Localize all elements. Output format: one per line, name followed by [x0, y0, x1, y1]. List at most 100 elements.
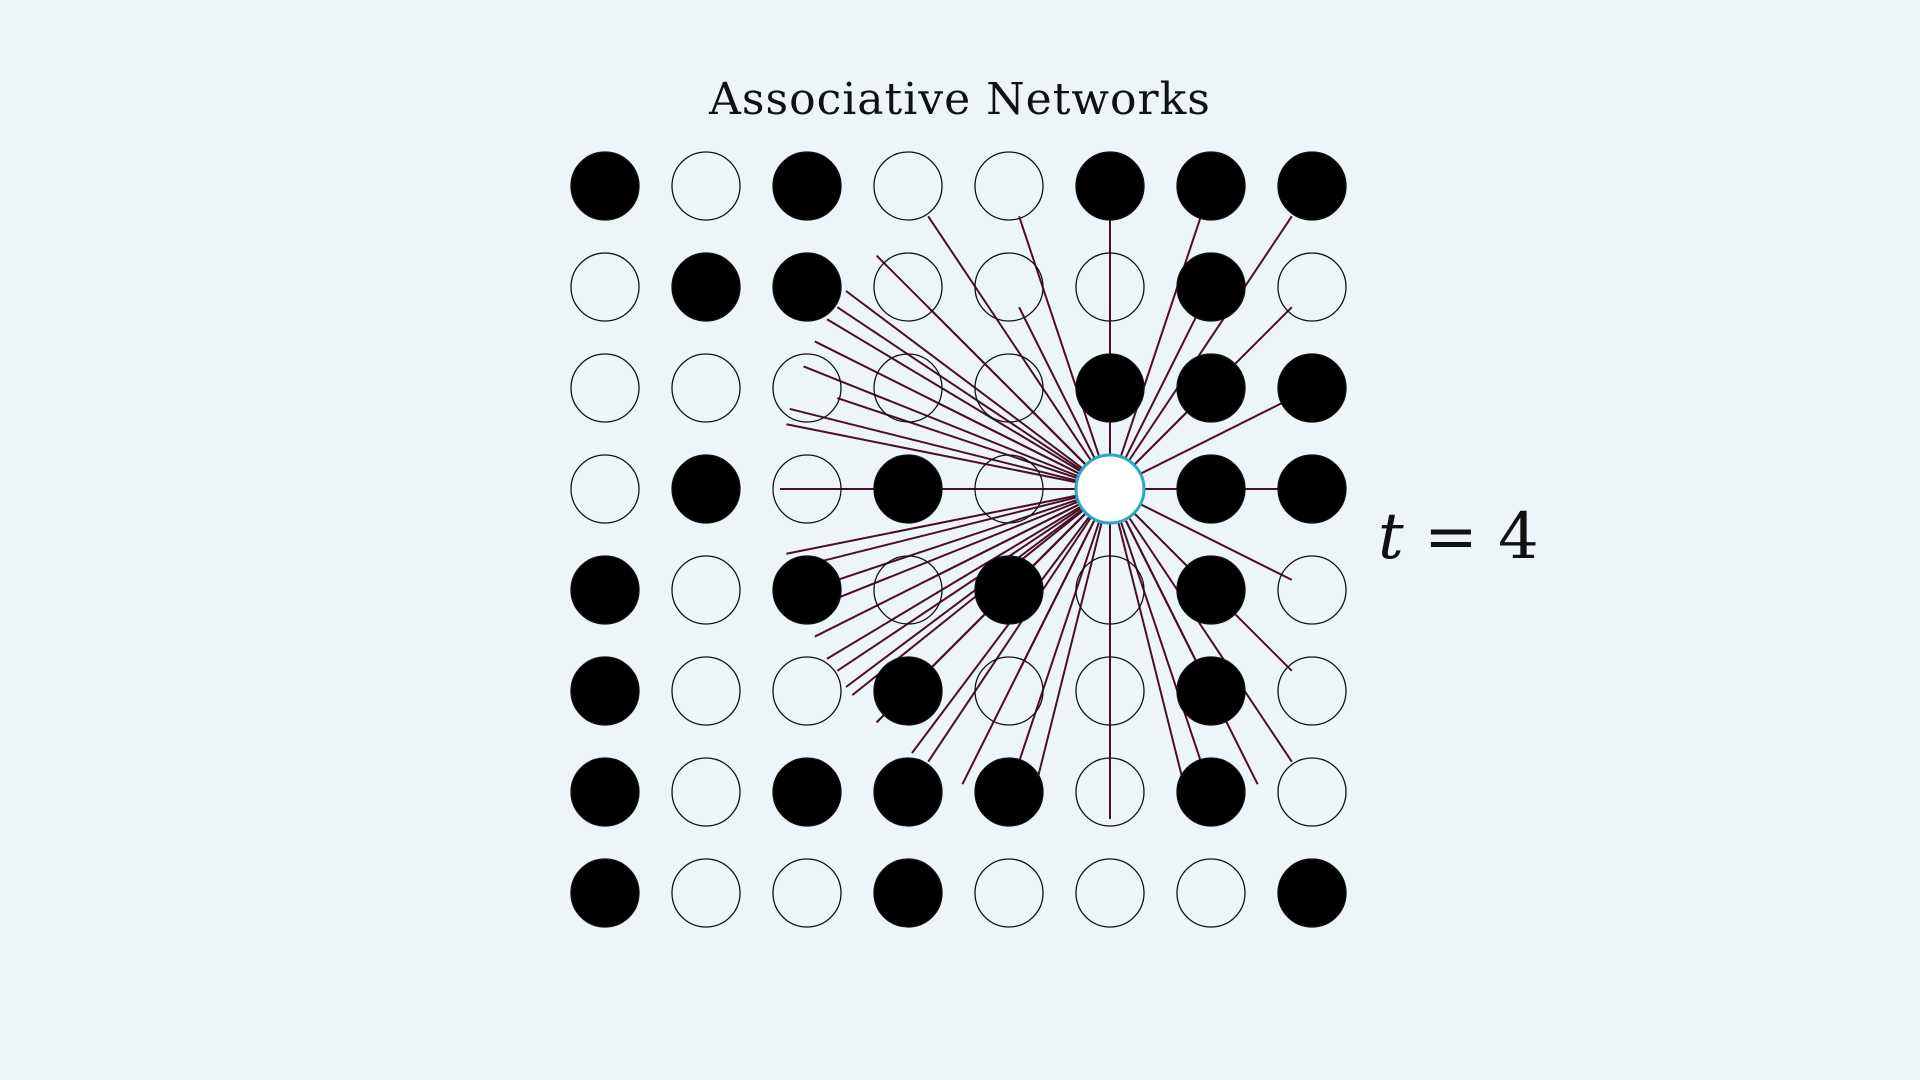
inactive-neuron-node: [1277, 757, 1347, 827]
active-neuron-node: [570, 757, 640, 827]
connection-line: [789, 407, 1111, 490]
inactive-neuron-node: [1075, 757, 1145, 827]
time-variable: t: [1378, 500, 1404, 574]
connection-line: [1109, 488, 1293, 763]
active-neuron-node: [974, 555, 1044, 625]
inactive-neuron-node: [671, 151, 741, 221]
active-neuron-node: [772, 151, 842, 221]
connection-line: [826, 318, 1111, 490]
connection-line: [836, 488, 1111, 672]
inactive-neuron-node: [671, 656, 741, 726]
connection-line: [1109, 488, 1202, 763]
inactive-neuron-node: [974, 656, 1044, 726]
active-neuron-node: [1277, 858, 1347, 928]
active-neuron-node: [1176, 454, 1246, 524]
active-neuron-node: [1176, 757, 1246, 827]
connection-line: [1109, 215, 1293, 490]
active-neuron-node: [570, 555, 640, 625]
connection-line: [1109, 215, 1202, 490]
active-neuron-node: [772, 252, 842, 322]
active-neuron-node: [1277, 454, 1347, 524]
inactive-neuron-node: [671, 757, 741, 827]
inactive-neuron-node: [873, 151, 943, 221]
active-neuron-node: [1277, 151, 1347, 221]
active-neuron-node: [1176, 656, 1246, 726]
active-neuron-node: [570, 858, 640, 928]
inactive-neuron-node: [873, 555, 943, 625]
active-neuron-node: [974, 757, 1044, 827]
active-neuron-node: [671, 252, 741, 322]
connection-line: [961, 488, 1111, 785]
inactive-neuron-node: [570, 454, 640, 524]
active-neuron-node: [1176, 555, 1246, 625]
inactive-neuron-node: [570, 353, 640, 423]
connection-line: [836, 397, 1111, 490]
connection-line: [786, 488, 1111, 555]
inactive-neuron-node: [974, 151, 1044, 221]
inactive-neuron-node: [974, 353, 1044, 423]
connection-line: [786, 423, 1111, 490]
connection-line: [803, 488, 1111, 613]
connection-line: [1018, 488, 1111, 763]
inactive-neuron-node: [671, 353, 741, 423]
time-step-label: t = 4: [1378, 500, 1539, 574]
time-equals: =: [1424, 500, 1478, 574]
connection-line: [826, 488, 1111, 660]
connection-line: [1109, 488, 1259, 785]
inactive-neuron-node: [873, 353, 943, 423]
node-grid: [570, 151, 1347, 928]
active-neuron-node: [1176, 151, 1246, 221]
inactive-neuron-node: [1075, 555, 1145, 625]
connection-line: [836, 306, 1111, 490]
active-neuron-node: [873, 656, 943, 726]
time-value: 4: [1498, 500, 1539, 574]
updating-neuron-node: [1074, 453, 1146, 525]
connection-line: [814, 488, 1111, 638]
connection-line: [1028, 488, 1111, 810]
inactive-neuron-node: [570, 252, 640, 322]
inactive-neuron-node: [772, 858, 842, 928]
inactive-neuron-node: [671, 858, 741, 928]
inactive-neuron-node: [1277, 555, 1347, 625]
inactive-neuron-node: [1176, 858, 1246, 928]
active-neuron-node: [1075, 151, 1145, 221]
active-neuron-node: [873, 858, 943, 928]
active-node-group: [1074, 453, 1146, 525]
inactive-neuron-node: [772, 353, 842, 423]
connection-line: [1109, 488, 1192, 810]
active-neuron-node: [772, 757, 842, 827]
inactive-neuron-node: [1075, 252, 1145, 322]
connection-line: [803, 365, 1111, 490]
diagram-title: Associative Networks: [709, 74, 1211, 125]
inactive-neuron-node: [974, 858, 1044, 928]
active-neuron-node: [1277, 353, 1347, 423]
inactive-neuron-node: [974, 252, 1044, 322]
connection-line: [927, 488, 1111, 763]
connection-line: [836, 488, 1111, 581]
active-neuron-node: [1176, 252, 1246, 322]
connection-line: [927, 215, 1111, 490]
active-neuron-node: [873, 757, 943, 827]
inactive-neuron-node: [772, 454, 842, 524]
inactive-neuron-node: [873, 252, 943, 322]
inactive-neuron-node: [1075, 656, 1145, 726]
active-neuron-node: [772, 555, 842, 625]
connection-line: [789, 488, 1111, 571]
connection-lines: [780, 215, 1293, 819]
inactive-neuron-node: [1075, 858, 1145, 928]
inactive-neuron-node: [1277, 252, 1347, 322]
connection-line: [845, 290, 1111, 490]
active-neuron-node: [671, 454, 741, 524]
active-neuron-node: [570, 151, 640, 221]
active-neuron-node: [873, 454, 943, 524]
active-neuron-node: [570, 656, 640, 726]
connection-line: [1018, 215, 1111, 490]
inactive-neuron-node: [772, 656, 842, 726]
inactive-neuron-node: [974, 454, 1044, 524]
inactive-neuron-node: [671, 555, 741, 625]
active-neuron-node: [1075, 353, 1145, 423]
active-neuron-node: [1176, 353, 1246, 423]
inactive-neuron-node: [1277, 656, 1347, 726]
